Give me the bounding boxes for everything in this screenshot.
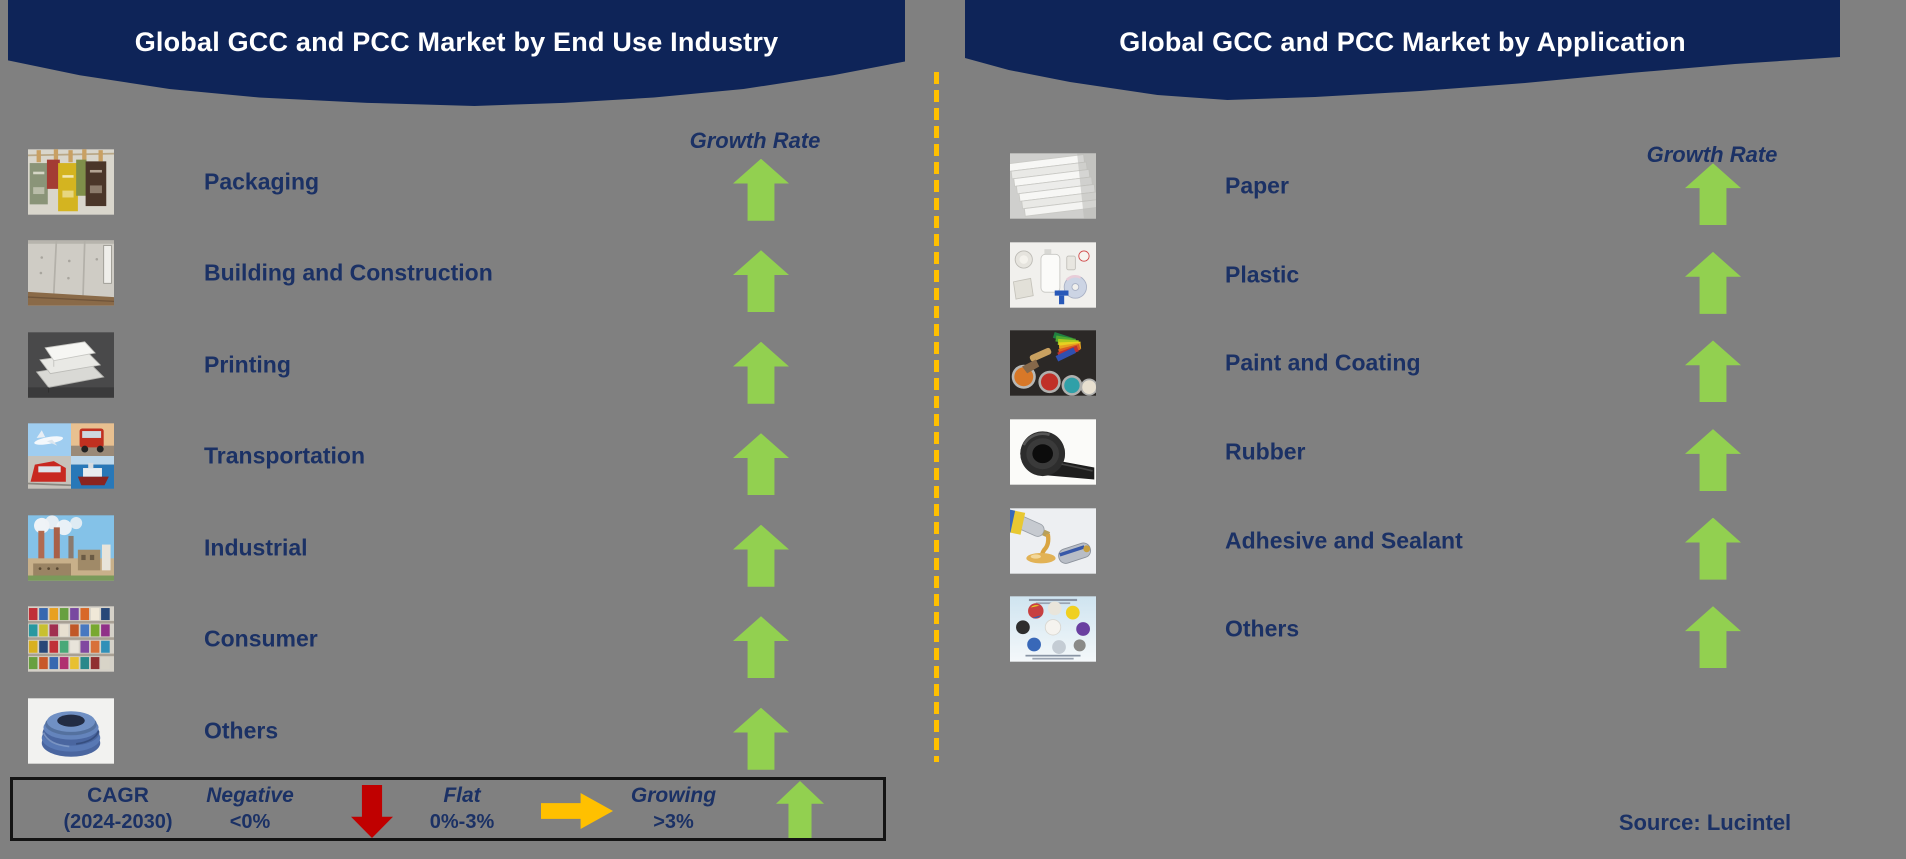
application-row-rubber: Rubber [1010, 408, 1800, 497]
building-thumbnail [28, 235, 114, 311]
application-row-paper: Paper [1010, 142, 1800, 231]
growth-up-arrow-icon [733, 341, 789, 404]
plastic-thumbnail [1010, 237, 1096, 313]
application-row-adhesive-and-sealant: Adhesive and Sealant [1010, 496, 1800, 585]
application-label-rubber: Rubber [1225, 438, 1306, 465]
right-panel-title: Global GCC and PCC Market by Application [1119, 27, 1686, 57]
legend-cagr-label: CAGR [87, 784, 149, 807]
application-row-others: Others [1010, 585, 1800, 674]
growth-up-arrow-icon [1685, 606, 1741, 669]
end-use-label-consumer: Consumer [204, 625, 318, 652]
legend-negative-block: Negative <0% [185, 783, 315, 835]
growth-up-arrow-icon [1685, 517, 1741, 580]
left-panel-banner: Global GCC and PCC Market by End Use Ind… [8, 0, 905, 106]
end-use-row-building-and-construction: Building and Construction [28, 228, 863, 320]
end-use-label-packaging: Packaging [204, 168, 320, 195]
flat-right-arrow-icon [541, 793, 613, 829]
application-label-others: Others [1225, 615, 1300, 642]
legend-flat-value: 0%-3% [429, 811, 495, 833]
end-use-label-industrial: Industrial [204, 534, 308, 561]
end-use-row-others: Others [28, 685, 863, 777]
growth-up-arrow-icon [733, 158, 789, 221]
end-use-label-others: Others [204, 717, 279, 744]
cagr-legend-box: CAGR (2024-2030) Negative <0% Flat 0%-3%… [10, 777, 886, 841]
right-panel-banner: Global GCC and PCC Market by Application [965, 0, 1840, 100]
legend-flat-block: Flat 0%-3% [403, 783, 521, 835]
end-use-label-printing: Printing [204, 351, 291, 378]
growth-up-arrow-icon [1685, 340, 1741, 403]
application-label-adhesive-and-sealant: Adhesive and Sealant [1225, 527, 1463, 554]
legend-growing-label: Growing [630, 784, 717, 807]
growth-up-arrow-icon [1685, 251, 1741, 314]
end-use-row-industrial: Industrial [28, 502, 863, 594]
right-growth-rate-header: Growth Rate [1646, 142, 1778, 167]
transportation-thumbnail [28, 418, 114, 494]
end-use-row-printing: Printing [28, 319, 863, 411]
source-label: Source: Lucintel [1618, 810, 1792, 835]
application-row-paint-and-coating: Paint and Coating [1010, 319, 1800, 408]
paint-thumbnail [1010, 325, 1096, 401]
end-use-row-transportation: Transportation [28, 411, 863, 503]
legend-cagr-period: (2024-2030) [63, 811, 173, 833]
growth-up-arrow-icon [733, 433, 789, 496]
adhesive-thumbnail [1010, 503, 1096, 579]
paper-thumbnail [1010, 148, 1096, 224]
growth-up-arrow-icon [1685, 163, 1741, 226]
application-label-paper: Paper [1225, 172, 1289, 199]
application-row-plastic: Plastic [1010, 231, 1800, 320]
growing-up-arrow-icon [776, 781, 824, 838]
printing-thumbnail [28, 327, 114, 403]
rubber-thumbnail [1010, 414, 1096, 490]
left-growth-rate-header: Growth Rate [689, 128, 821, 153]
growth-up-arrow-icon [733, 707, 789, 770]
legend-growing-block: Growing >3% [611, 783, 736, 835]
end-use-row-consumer: Consumer [28, 594, 863, 686]
application-label-plastic: Plastic [1225, 261, 1300, 288]
negative-down-arrow-icon [351, 785, 393, 838]
panel-divider-dashed-line [934, 72, 939, 762]
growth-up-arrow-icon [733, 250, 789, 313]
materials-collage-thumbnail [1010, 591, 1096, 667]
packaging-thumbnail [28, 144, 114, 220]
legend-cagr-block: CAGR (2024-2030) [33, 783, 203, 835]
end-use-label-building-and-construction: Building and Construction [204, 259, 493, 286]
tubing-coil-thumbnail [28, 693, 114, 769]
application-label-paint-and-coating: Paint and Coating [1225, 349, 1421, 376]
industrial-thumbnail [28, 510, 114, 586]
growth-up-arrow-icon [733, 616, 789, 679]
left-panel-title: Global GCC and PCC Market by End Use Ind… [134, 27, 779, 57]
legend-flat-label: Flat [443, 784, 481, 807]
legend-growing-value: >3% [653, 811, 694, 833]
legend-negative-value: <0% [229, 811, 271, 833]
consumer-thumbnail [28, 601, 114, 677]
legend-negative-label: Negative [206, 784, 294, 807]
growth-up-arrow-icon [1685, 429, 1741, 492]
growth-up-arrow-icon [733, 524, 789, 587]
end-use-label-transportation: Transportation [204, 442, 366, 469]
end-use-row-packaging: Packaging [28, 136, 863, 228]
